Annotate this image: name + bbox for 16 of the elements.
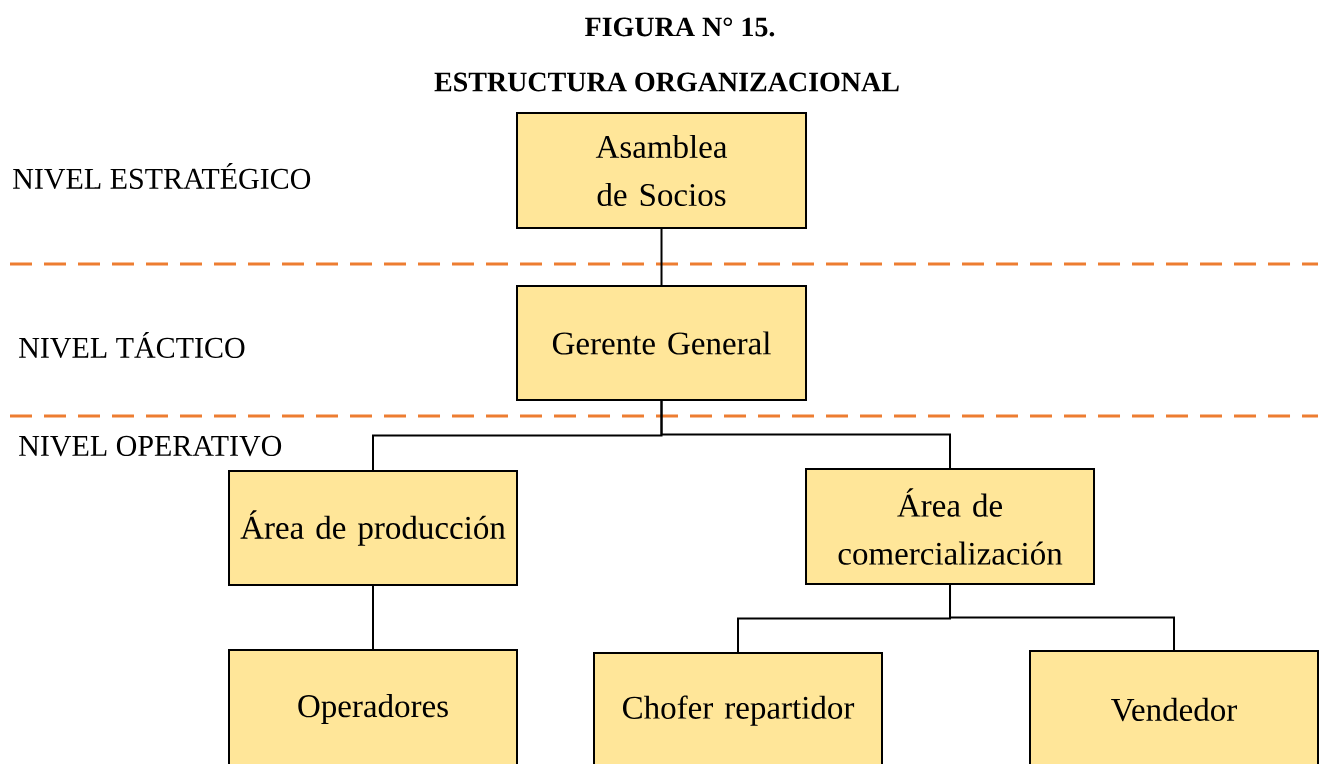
connector-line	[660, 400, 951, 469]
org-box: Chofer repartidor	[593, 652, 883, 764]
level-label: NIVEL ESTRATÉGICO	[13, 162, 311, 190]
level-label: NIVEL TÁCTICO	[19, 331, 245, 359]
org-box: Operadores	[228, 649, 518, 764]
title: ESTRUCTURA ORGANIZACIONAL	[434, 72, 899, 92]
level-label: NIVEL OPERATIVO	[19, 435, 282, 457]
org-box: Vendedor	[1029, 650, 1319, 764]
org-box: Asamblea de Socios	[516, 112, 807, 229]
connector-line	[949, 584, 1175, 651]
org-box: Área de producción	[228, 470, 518, 586]
connector-line	[660, 228, 663, 286]
figure-number: FIGURA N° 15.	[585, 17, 775, 37]
org-box: Gerente General	[516, 285, 807, 401]
connector-line	[372, 585, 374, 650]
org-box: Área de comercialización	[805, 468, 1095, 585]
